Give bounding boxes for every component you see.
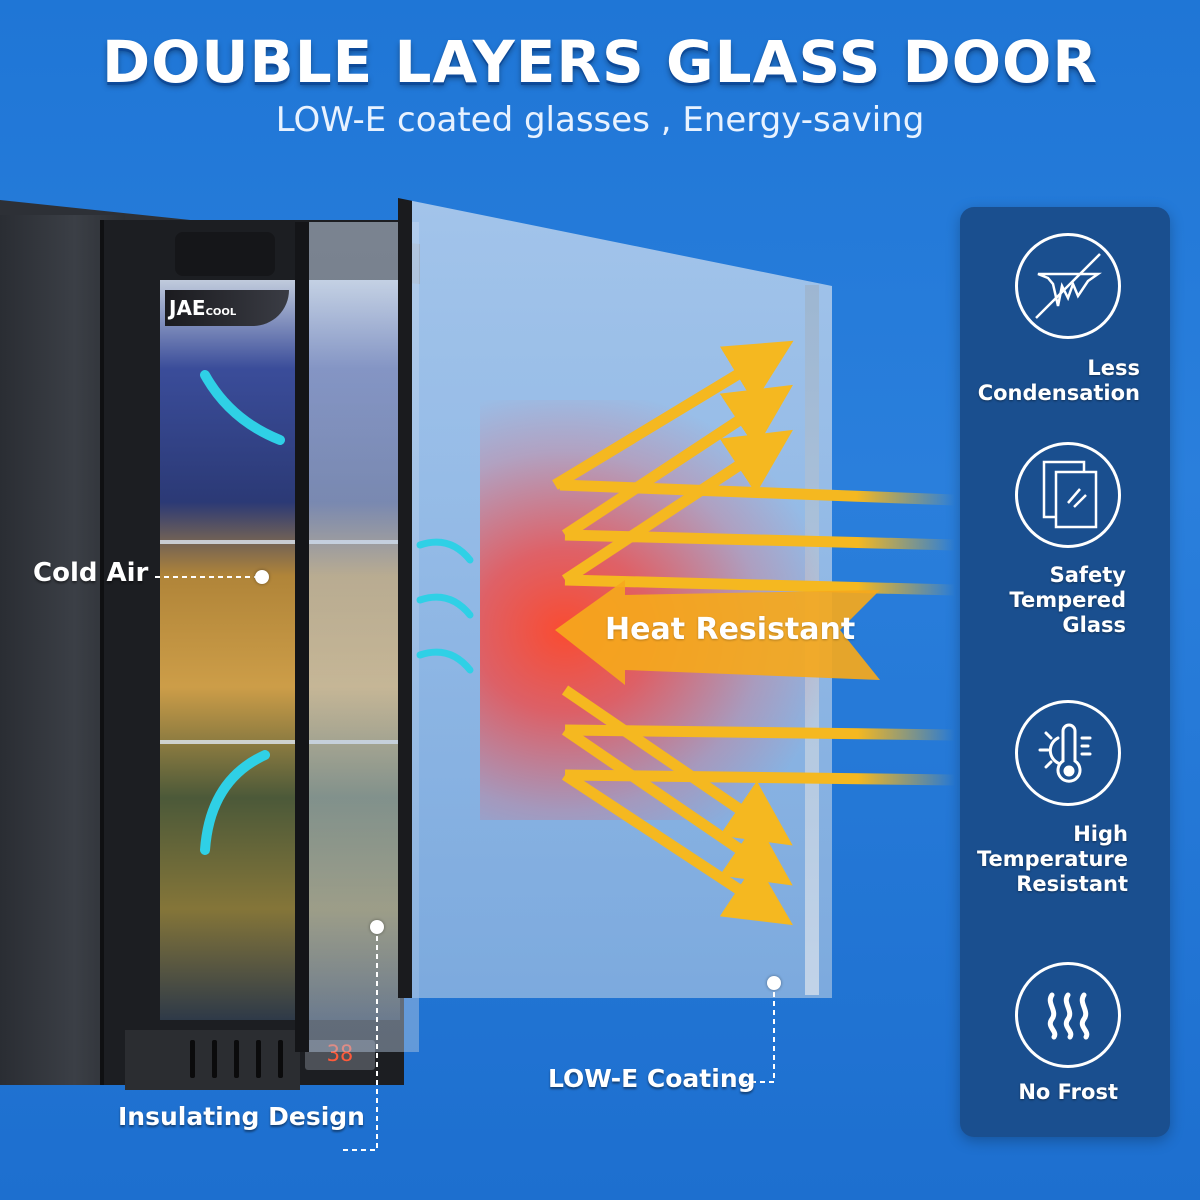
heat-waves-icon	[1015, 962, 1121, 1068]
shelf	[160, 740, 400, 744]
page-subtitle: LOW-E coated glasses , Energy-saving	[275, 100, 925, 140]
cold-arrow-icon	[200, 750, 270, 855]
heat-resistant-big-arrow	[555, 580, 880, 685]
door-hinge	[175, 232, 275, 276]
feature-label-line: Tempered	[1009, 588, 1126, 612]
tempered-glass-icon	[1015, 442, 1121, 548]
callout-dot	[255, 570, 269, 584]
feature-label-high-temperature-resistant: High Temperature Resistant	[938, 822, 1128, 897]
vent-slot	[234, 1040, 239, 1078]
feature-label-line: Less	[1087, 356, 1140, 380]
page-title: DOUBLE LAYERS GLASS DOOR	[101, 28, 1099, 96]
heat-resistant-label: Heat Resistant	[605, 612, 856, 647]
feature-label-line: Safety	[1049, 563, 1126, 587]
cold-arrow-icon	[200, 370, 285, 445]
callout-dot	[767, 976, 781, 990]
brand-logo-subtext: COOL	[205, 307, 237, 318]
vent-slot	[190, 1040, 195, 1078]
vent-slot	[278, 1040, 283, 1078]
no-condensation-icon	[1015, 233, 1121, 339]
insulating-design-label: Insulating Design	[118, 1102, 365, 1131]
feature-label-line: High	[1073, 822, 1128, 846]
cold-air-label: Cold Air	[33, 558, 149, 588]
brand-logo-text: JAE	[169, 296, 206, 320]
cold-arrow-icon	[416, 593, 474, 619]
feature-label-line: Resistant	[1016, 872, 1128, 896]
low-e-coating-label: LOW-E Coating	[548, 1064, 756, 1093]
vent-slot	[212, 1040, 217, 1078]
reflected-heat-rays	[552, 340, 794, 926]
cold-arrow-icon	[416, 538, 474, 564]
feature-label-safety-tempered-glass: Safety Tempered Glass	[936, 563, 1126, 638]
vent-slot	[256, 1040, 261, 1078]
feature-label-line: Condensation	[977, 381, 1140, 405]
shelf	[160, 540, 400, 544]
sun-thermometer-icon	[1015, 700, 1121, 806]
feature-label-no-frost: No Frost	[928, 1080, 1118, 1105]
feature-label-line: Temperature	[976, 847, 1128, 871]
cold-arrow-icon	[416, 648, 474, 674]
feature-label-less-condensation: Less Condensation	[950, 356, 1140, 406]
callout-dot	[370, 920, 384, 934]
brand-logo: JAECOOL	[165, 290, 289, 326]
feature-label-line: No Frost	[1018, 1080, 1118, 1104]
cold-air-arrows	[200, 370, 474, 855]
feature-label-line: Glass	[1062, 613, 1126, 637]
